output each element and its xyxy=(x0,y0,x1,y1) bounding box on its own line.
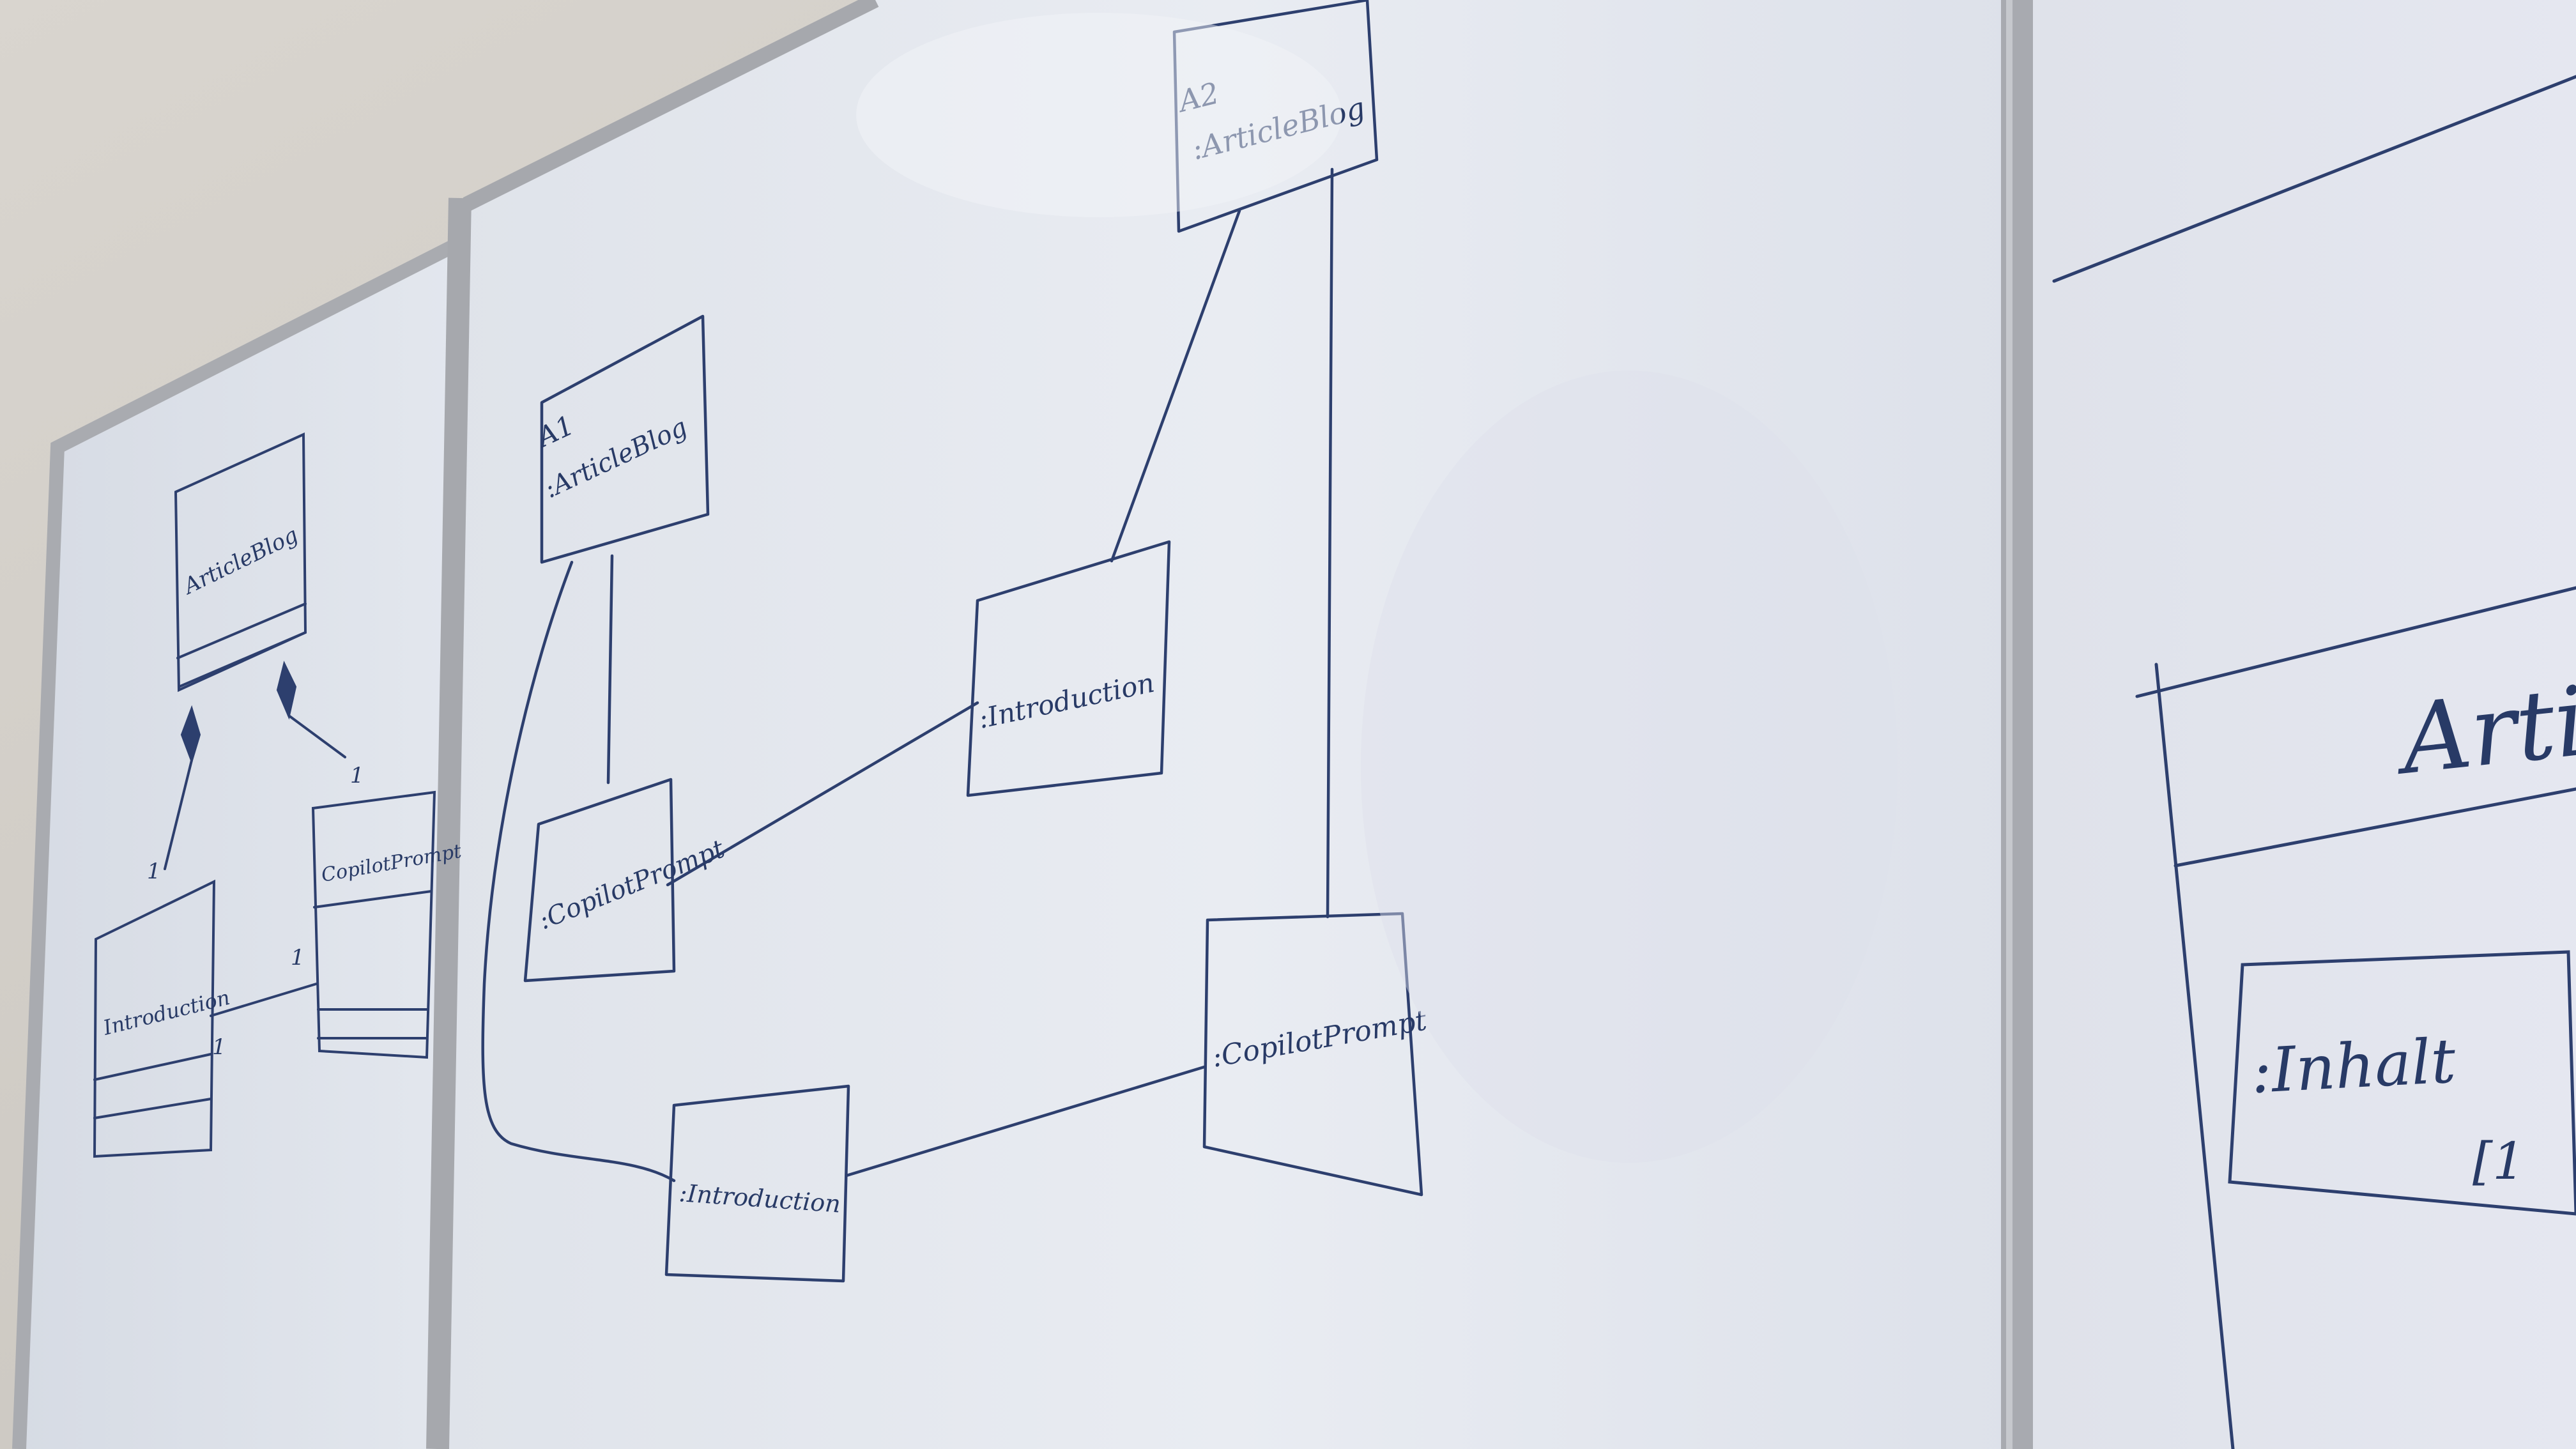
multiplicity-label: 1 xyxy=(147,859,161,884)
multiplicity-label: 1 xyxy=(291,945,305,970)
object-box-introduction-mid xyxy=(966,540,1171,797)
class-divider xyxy=(176,602,307,659)
link-intro-bottom-copilot-right xyxy=(845,1065,1206,1177)
object-box-a1 xyxy=(540,314,710,564)
association-line xyxy=(210,983,318,1017)
multiplicity-label: 1 xyxy=(350,763,364,788)
class-box-divider xyxy=(2174,787,2576,868)
link-a1-intro-bottom xyxy=(481,560,676,1183)
association-line xyxy=(164,759,193,870)
board-glare xyxy=(856,13,1342,217)
multiplicity-label: 1 xyxy=(212,1034,226,1060)
class-box-left-edge xyxy=(2154,663,2235,1449)
center-board-frame-left xyxy=(426,197,471,1449)
class-box-copilotprompt xyxy=(311,790,436,1059)
link-a2-copilot-right xyxy=(1326,167,1334,919)
center-board-frame-top xyxy=(463,0,879,211)
class-divider xyxy=(178,631,307,688)
link-a1-copilot xyxy=(606,554,614,785)
board-divider-highlight xyxy=(2006,0,2012,1449)
association-line xyxy=(288,714,346,758)
class-divider xyxy=(313,890,433,908)
object-box-introduction-bottom xyxy=(664,1084,850,1283)
class-box-introduction xyxy=(93,879,216,1158)
center-board-drawing xyxy=(481,0,1423,1283)
right-board-surface xyxy=(2033,0,2576,1449)
class-divider xyxy=(93,1098,212,1119)
class-divider xyxy=(93,1053,212,1081)
diagonal-line xyxy=(2052,75,2576,283)
object-label-inhalt: :Inhalt xyxy=(2249,1025,2457,1107)
object-box-inhalt xyxy=(2228,950,2576,1216)
link-copilot-intro-mid xyxy=(666,701,979,887)
link-intro-mid-a2 xyxy=(1110,209,1241,563)
left-board-drawing xyxy=(93,432,436,1158)
multiplicity-label-partial: [1 xyxy=(2472,1131,2525,1191)
board-smudge xyxy=(1361,371,1897,1163)
left-board-surface xyxy=(19,243,460,1449)
object-box-copilot-left xyxy=(523,778,676,983)
object-box-copilot-right xyxy=(1202,912,1423,1197)
class-box-top-edge xyxy=(2135,586,2576,698)
right-board-drawing xyxy=(2052,75,2576,1449)
left-board-frame xyxy=(12,236,463,1449)
board-divider-frame xyxy=(2001,0,2033,1449)
